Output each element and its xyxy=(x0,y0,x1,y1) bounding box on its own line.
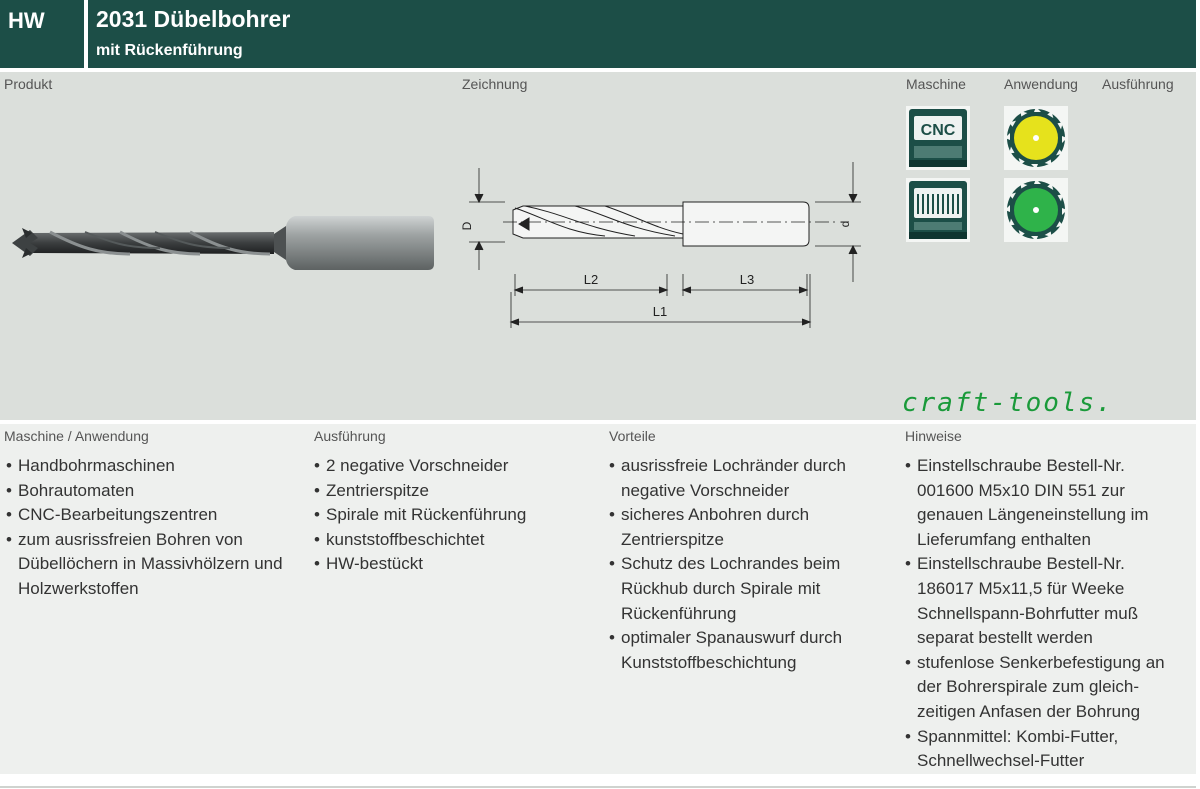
vorteile-list: ausrissfreie Lochränder durch negative V… xyxy=(607,454,869,675)
list-item: stufenlose Senkerbefestigung an der Bohr… xyxy=(903,651,1181,725)
dim-D-label: D xyxy=(460,221,474,230)
green-saw-blade-icon xyxy=(1004,178,1068,242)
list-item: Spannmittel: Kombi-Futter, Schnellwechse… xyxy=(903,725,1181,774)
list-item: Zentrierspitze xyxy=(312,479,592,504)
hw-badge: HW xyxy=(0,0,84,68)
dim-L1-label: L1 xyxy=(653,304,667,319)
yellow-saw-blade-icon xyxy=(1004,106,1068,170)
maschine-anwendung-list: Handbohrmaschinen Bohrautomaten CNC-Bear… xyxy=(4,454,304,602)
hinweise-list: Einstellschraube Bestell-Nr. 001600 M5x1… xyxy=(903,454,1181,774)
list-item: CNC-Bearbeitungszentren xyxy=(4,503,304,528)
list-item: Schutz des Lochrandes beim Rückhub durch… xyxy=(607,552,869,626)
ausfuehrung-heading: Ausführung xyxy=(314,428,386,444)
zeichnung-label: Zeichnung xyxy=(462,76,528,92)
hw-badge-text: HW xyxy=(8,8,45,33)
list-item: HW-bestückt xyxy=(312,552,592,577)
bottom-divider xyxy=(0,786,1196,788)
product-panel: Produkt Zeichnung Maschine Anwendung Aus… xyxy=(0,72,1196,420)
list-item: Einstellschraube Bestell-Nr. 001600 M5x1… xyxy=(903,454,1181,552)
drilling-machine-icon xyxy=(906,178,970,242)
technical-drawing: D d L2 L3 L1 xyxy=(460,162,861,328)
anwendung-label: Anwendung xyxy=(1004,76,1078,92)
maschine-label: Maschine xyxy=(906,76,966,92)
list-item: optimaler Spanauswurf durch Kunststoffbe… xyxy=(607,626,869,675)
drill-bit-image xyxy=(12,216,434,270)
page-subtitle: mit Rückenführung xyxy=(96,42,243,59)
list-item: Einstellschraube Bestell-Nr. 186017 M5x1… xyxy=(903,552,1181,650)
cnc-machine-icon: CNC xyxy=(906,106,970,170)
list-item: sicheres Anbohren durch Zentrierspitze xyxy=(607,503,869,552)
list-item: kunststoffbeschichtet xyxy=(312,528,592,553)
list-item: Bohrautomaten xyxy=(4,479,304,504)
list-item: Spirale mit Rückenführung xyxy=(312,503,592,528)
list-item: 2 negative Vorschneider xyxy=(312,454,592,479)
maschine-anwendung-heading: Maschine / Anwendung xyxy=(4,428,149,444)
ausfuehrung-label: Ausführung xyxy=(1102,76,1174,92)
header: HW 2031 Dübelbohrer mit Rückenführung xyxy=(0,0,1200,68)
dim-L2-label: L2 xyxy=(584,272,598,287)
dim-d-label: d xyxy=(838,221,852,228)
list-item: ausrissfreie Lochränder durch negative V… xyxy=(607,454,869,503)
list-item: Handbohrmaschinen xyxy=(4,454,304,479)
ausfuehrung-list: 2 negative Vorschneider Zentrierspitze S… xyxy=(312,454,592,577)
hinweise-heading: Hinweise xyxy=(905,428,962,444)
vorteile-heading: Vorteile xyxy=(609,428,656,444)
list-item: zum ausrissfreien Bohren von Dübellöcher… xyxy=(4,528,304,602)
details-panel: Maschine / Anwendung Handbohrmaschinen B… xyxy=(0,424,1196,774)
page-title: 2031 Dübelbohrer xyxy=(96,6,291,32)
title-bar: 2031 Dübelbohrer mit Rückenführung xyxy=(88,0,1196,68)
cnc-icon-text: CNC xyxy=(921,122,956,139)
dim-L3-label: L3 xyxy=(740,272,754,287)
craft-tools-logo: craft-tools. xyxy=(902,388,1114,418)
produkt-label: Produkt xyxy=(4,76,53,92)
